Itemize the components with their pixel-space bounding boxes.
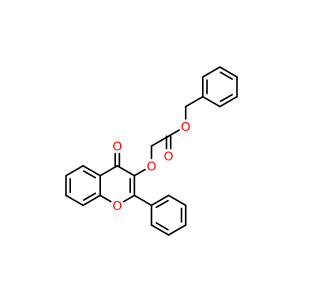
- bond-ph-ipso-ph-o1-inner: [155, 199, 169, 209]
- bond-c4a-c5: [82, 165, 101, 177]
- bond-ether-o-c3: [133, 168, 146, 177]
- bond-c3-c4: [116, 165, 136, 177]
- bond-ring1-c-ring1-d-inner: [219, 93, 233, 103]
- bond-carbonyl-c-linker-ch2: [150, 135, 170, 147]
- atom-label-carbonyl-o: O: [164, 148, 174, 163]
- bond-ph-o1-ph-m1: [167, 194, 187, 207]
- atom-label-ether-o: O: [147, 158, 157, 173]
- bond-c8a-ring-o: [99, 194, 112, 203]
- bonds-layer: [65, 66, 238, 236]
- atom-label-ketone-o: O: [112, 139, 122, 154]
- bond-c8-c8a: [82, 194, 101, 207]
- bond-c2-ph-ipso: [133, 194, 153, 207]
- bond-ring1-f-ring1-a: [202, 66, 221, 78]
- bond-c8-c8a-inner: [82, 192, 97, 201]
- bond-c4a-c5-inner: [82, 170, 97, 179]
- bond-ester-o-carbonyl-c: [167, 129, 180, 137]
- bond-ring1-d-ring1-e: [202, 95, 221, 108]
- bond-c4-c4a: [99, 165, 119, 177]
- bond-ring1-a-ring1-b-inner: [219, 71, 233, 80]
- bond-ring1-a-ring1-b: [219, 66, 238, 78]
- bond-c5-c6: [65, 165, 84, 177]
- atom-label-ester-o: O: [181, 119, 191, 134]
- atom-label-ring-o: O: [112, 198, 122, 213]
- bond-ring1-c-ring1-d: [219, 95, 238, 108]
- bond-ph-m2-ph-o2: [150, 224, 170, 236]
- bond-ph-m2-ph-o2-inner: [155, 222, 169, 231]
- bond-c7-c8: [65, 194, 84, 207]
- bond-ring1-e-benzyl-ch2: [184, 95, 204, 108]
- bond-ring-o-c2: [123, 194, 136, 203]
- bond-ph-p-ph-m2: [167, 224, 187, 236]
- bond-ph-ipso-ph-o1: [150, 194, 170, 207]
